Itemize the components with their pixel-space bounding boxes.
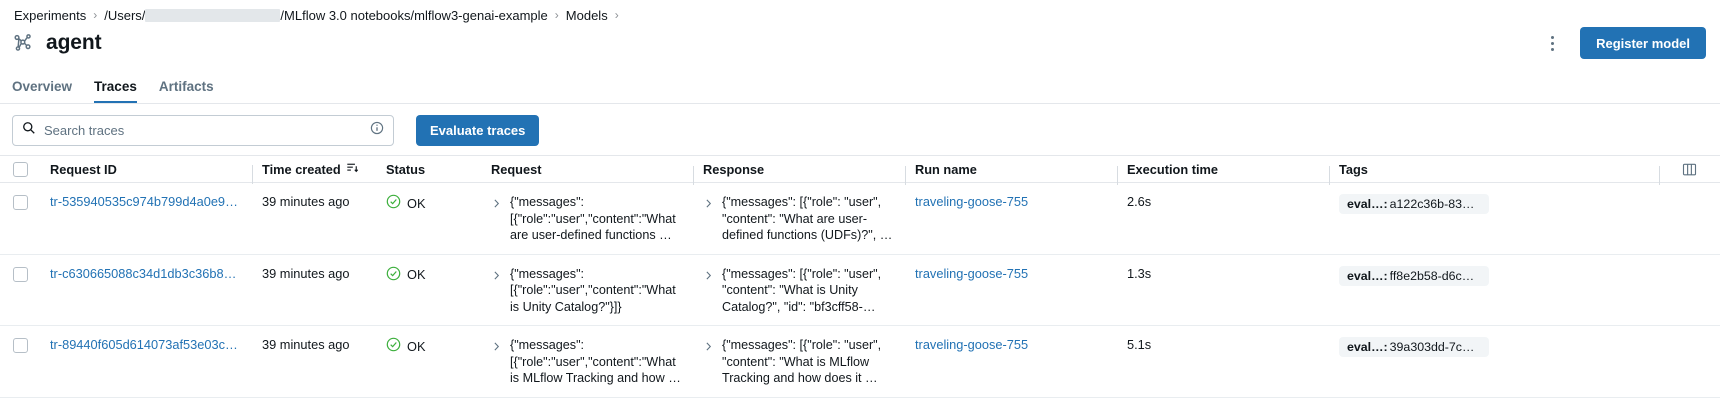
column-header-response[interactable]: Response xyxy=(693,162,905,185)
sort-descending-icon xyxy=(346,161,359,177)
column-settings-icon[interactable] xyxy=(1659,162,1719,185)
chevron-right-icon[interactable] xyxy=(491,269,502,284)
request-text: {"messages": [{"role":"user","content":"… xyxy=(510,338,681,385)
row-checkbox[interactable] xyxy=(0,337,40,387)
info-icon[interactable] xyxy=(370,121,384,140)
tab-artifacts[interactable]: Artifacts xyxy=(158,79,214,94)
column-header-status[interactable]: Status xyxy=(386,161,426,177)
tag-key: eval…: xyxy=(1347,197,1388,211)
execution-time-value: 1.3s xyxy=(1127,265,1152,281)
chevron-right-icon[interactable] xyxy=(703,340,714,355)
traces-table: Request ID Time created Status Request R… xyxy=(0,155,1720,398)
execution-time-value: 2.6s xyxy=(1127,194,1152,209)
traces-toolbar: Search traces Evaluate traces xyxy=(12,115,540,146)
chevron-right-icon[interactable] xyxy=(703,269,714,284)
request-preview: {"messages": [{"role":"user","content":"… xyxy=(491,337,683,387)
run-name-link[interactable]: traveling-goose-755 xyxy=(915,265,1029,281)
check-circle-icon xyxy=(386,194,401,212)
page-header-actions: Register model xyxy=(1540,27,1720,59)
search-input[interactable]: Search traces xyxy=(12,115,394,146)
chevron-right-icon[interactable] xyxy=(491,197,502,212)
check-circle-icon xyxy=(386,266,401,284)
request-id-link[interactable]: tr-c630665088c34d1db3c36b8aa… xyxy=(50,265,242,281)
status-text: OK xyxy=(407,267,426,282)
row-checkbox[interactable] xyxy=(0,266,40,316)
breadcrumb-item-user-path[interactable]: /Users/ /MLflow 3.0 notebooks/mlflow3-ge… xyxy=(104,8,548,23)
table-row[interactable]: tr-89440f605d614073af53e03c69… 39 minute… xyxy=(0,326,1720,398)
breadcrumb-separator: › xyxy=(93,8,98,22)
tag-chip[interactable]: eval…: ff8e2b58-d6ce… xyxy=(1339,265,1489,286)
tag-value: a122c36b-834… xyxy=(1389,197,1481,211)
breadcrumb-item-experiments[interactable]: Experiments xyxy=(14,7,87,23)
select-all-checkbox[interactable] xyxy=(0,161,40,177)
tag-chip[interactable]: eval…: 39a303dd-7c6… xyxy=(1339,337,1489,357)
table-header-row: Request ID Time created Status Request R… xyxy=(0,155,1720,185)
column-header-request-id[interactable]: Request ID xyxy=(50,161,117,177)
chevron-right-icon[interactable] xyxy=(491,340,502,355)
time-created-value: 39 minutes ago xyxy=(262,337,350,352)
execution-time-value: 5.1s xyxy=(1127,337,1152,352)
status-badge: OK xyxy=(386,266,471,284)
response-preview: {"messages": [{"role": "user", "content"… xyxy=(703,337,895,387)
breadcrumb-item-users-label: /Users/ xyxy=(104,7,146,23)
request-id-link[interactable]: tr-89440f605d614073af53e03c69… xyxy=(50,337,242,352)
more-options-icon[interactable] xyxy=(1540,30,1564,56)
table-row[interactable]: tr-c630665088c34d1db3c36b8aa… 39 minutes… xyxy=(0,255,1720,326)
request-id-link[interactable]: tr-535940535c974b799d4a0e9ca… xyxy=(50,194,242,209)
tag-key: eval…: xyxy=(1347,340,1388,354)
tab-bar: Overview Traces Artifacts xyxy=(0,70,1720,104)
response-text: {"messages": [{"role": "user", "content"… xyxy=(722,266,882,314)
tab-overview[interactable]: Overview xyxy=(12,79,73,94)
chevron-right-icon[interactable] xyxy=(703,197,714,212)
request-text: {"messages": [{"role":"user","content":"… xyxy=(510,195,676,242)
page-title: agent xyxy=(46,31,102,54)
tag-key: eval…: xyxy=(1347,268,1388,283)
run-name-link[interactable]: traveling-goose-755 xyxy=(915,337,1029,352)
register-model-button[interactable]: Register model xyxy=(1580,27,1706,59)
response-text: {"messages": [{"role": "user", "content"… xyxy=(722,195,893,242)
request-preview: {"messages": [{"role":"user","content":"… xyxy=(491,266,683,316)
breadcrumb: Experiments › /Users/ /MLflow 3.0 notebo… xyxy=(14,6,626,24)
table-row[interactable]: tr-535940535c974b799d4a0e9ca… 39 minutes… xyxy=(0,183,1720,255)
model-graph-icon xyxy=(12,32,34,54)
status-badge: OK xyxy=(386,337,471,355)
time-created-value: 39 minutes ago xyxy=(262,265,350,281)
column-header-request[interactable]: Request xyxy=(491,161,542,177)
evaluate-traces-button[interactable]: Evaluate traces xyxy=(416,115,540,146)
column-header-tags[interactable]: Tags xyxy=(1329,162,1659,185)
response-preview: {"messages": [{"role": "user", "content"… xyxy=(703,194,895,244)
run-name-link[interactable]: traveling-goose-755 xyxy=(915,194,1029,209)
search-icon xyxy=(22,121,36,140)
row-spacer xyxy=(1659,194,1719,244)
breadcrumb-item-models[interactable]: Models xyxy=(565,7,608,23)
column-header-time-created-label: Time created xyxy=(262,161,341,177)
time-created-value: 39 minutes ago xyxy=(262,194,350,209)
status-text: OK xyxy=(407,195,426,211)
row-spacer xyxy=(1659,266,1719,316)
check-circle-icon xyxy=(386,337,401,355)
status-badge: OK xyxy=(386,194,471,212)
tag-chip[interactable]: eval…: a122c36b-834… xyxy=(1339,194,1489,214)
column-header-time-created[interactable]: Time created xyxy=(252,161,376,184)
page-header: agent Register model xyxy=(0,26,1720,60)
row-checkbox[interactable] xyxy=(0,194,40,244)
column-header-execution-time[interactable]: Execution time xyxy=(1117,162,1329,185)
row-spacer xyxy=(1659,337,1719,387)
redacted-username xyxy=(145,8,281,22)
status-text: OK xyxy=(407,338,426,354)
tab-traces[interactable]: Traces xyxy=(94,79,137,104)
page-header-left: agent xyxy=(0,31,102,55)
response-text: {"messages": [{"role": "user", "content"… xyxy=(722,338,882,385)
tag-value: 39a303dd-7c6… xyxy=(1389,340,1481,354)
tag-value: ff8e2b58-d6ce… xyxy=(1389,268,1481,283)
breadcrumb-item-notebook-path: /MLflow 3.0 notebooks/mlflow3-genai-exam… xyxy=(280,7,548,23)
search-placeholder: Search traces xyxy=(44,123,125,138)
response-preview: {"messages": [{"role": "user", "content"… xyxy=(703,266,895,316)
request-preview: {"messages": [{"role":"user","content":"… xyxy=(491,194,683,244)
breadcrumb-separator: › xyxy=(614,8,619,22)
breadcrumb-separator: › xyxy=(554,8,559,22)
request-text: {"messages": [{"role":"user","content":"… xyxy=(510,266,676,314)
column-header-run-name[interactable]: Run name xyxy=(905,162,1117,185)
tab-bar-divider xyxy=(0,103,1720,104)
